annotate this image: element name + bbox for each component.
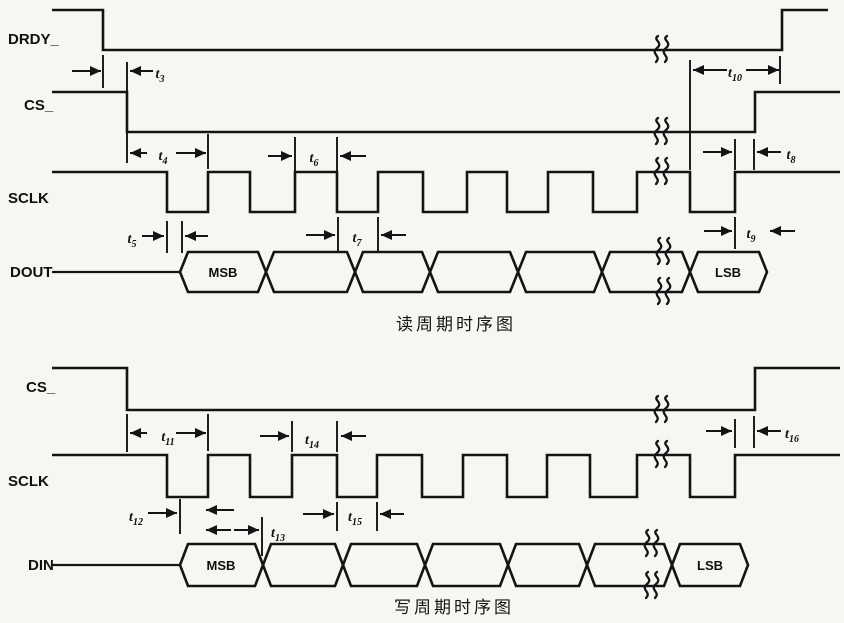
sclk-read-waveform <box>52 170 840 214</box>
din-cell-lsb <box>670 542 750 588</box>
signal-label-din: DIN <box>28 557 54 574</box>
t7-base: t <box>353 231 358 246</box>
din-lsb-label: LSB <box>697 558 723 573</box>
read-cycle-caption: 读周期时序图 <box>396 315 516 334</box>
t14-sub: 14 <box>309 440 319 451</box>
signal-label-cs-write: CS_ <box>26 379 56 396</box>
t10-base: t <box>728 66 733 81</box>
timing-label-t10: t10 <box>728 66 742 84</box>
t14-base: t <box>305 433 310 448</box>
t5-base: t <box>128 232 133 247</box>
t6-sub: 6 <box>313 158 318 169</box>
t15-base: t <box>348 510 353 525</box>
timing-label-t13: t13 <box>271 526 285 544</box>
cs-write-waveform <box>52 366 840 412</box>
signal-label-sclk-write: SCLK <box>8 473 49 490</box>
cs-read-waveform <box>52 90 840 134</box>
t9-sub: 9 <box>750 234 755 245</box>
t11-sub: 11 <box>165 437 174 448</box>
write-cycle-diagram: CS_ SCLK DIN MSB LSB <box>8 366 840 617</box>
timing-label-t6: t6 <box>310 151 319 169</box>
dout-msb-label: MSB <box>209 265 238 280</box>
timing-label-t7: t7 <box>353 231 363 249</box>
sclk-write-waveform <box>52 453 840 499</box>
t3-base: t <box>156 67 161 82</box>
timing-label-t5: t5 <box>128 232 137 250</box>
t7-sub: 7 <box>356 238 362 249</box>
t12-base: t <box>129 510 134 525</box>
timing-label-t11: t11 <box>161 430 174 448</box>
t13-sub: 13 <box>275 533 285 544</box>
read-cycle-diagram: DRDY_ CS_ SCLK DOUT MSB LSB <box>8 8 840 334</box>
t11-base: t <box>161 430 166 445</box>
signal-label-sclk-read: SCLK <box>8 190 49 207</box>
t9-base: t <box>747 227 752 242</box>
timing-label-t16: t16 <box>785 427 799 445</box>
write-cycle-caption: 写周期时序图 <box>394 598 514 617</box>
dout-cell-lsb <box>688 250 769 294</box>
signal-label-dout: DOUT <box>10 264 53 281</box>
t4-base: t <box>159 149 164 164</box>
t15-sub: 15 <box>352 517 362 528</box>
signal-label-cs-read: CS_ <box>24 97 54 114</box>
timing-label-t9: t9 <box>747 227 756 245</box>
timing-label-t4: t4 <box>159 149 168 167</box>
dout-lsb-label: LSB <box>715 265 741 280</box>
timing-label-t8: t8 <box>787 148 796 166</box>
t16-sub: 16 <box>789 434 799 445</box>
timing-label-t15: t15 <box>348 510 362 528</box>
t4-sub: 4 <box>161 156 167 167</box>
timing-label-t3: t3 <box>156 67 165 85</box>
t5-sub: 5 <box>131 239 136 250</box>
timing-label-t14: t14 <box>305 433 319 451</box>
signal-label-drdy: DRDY_ <box>8 31 60 48</box>
drdy-waveform <box>52 8 828 52</box>
t16-base: t <box>785 427 790 442</box>
t10-sub: 10 <box>732 73 742 84</box>
t12-sub: 12 <box>133 517 143 528</box>
t3-sub: 3 <box>158 74 164 85</box>
din-msb-label: MSB <box>207 558 236 573</box>
timing-label-t12: t12 <box>129 510 143 528</box>
t6-base: t <box>310 151 315 166</box>
t8-base: t <box>787 148 792 163</box>
t8-sub: 8 <box>790 155 795 166</box>
t13-base: t <box>271 526 276 541</box>
